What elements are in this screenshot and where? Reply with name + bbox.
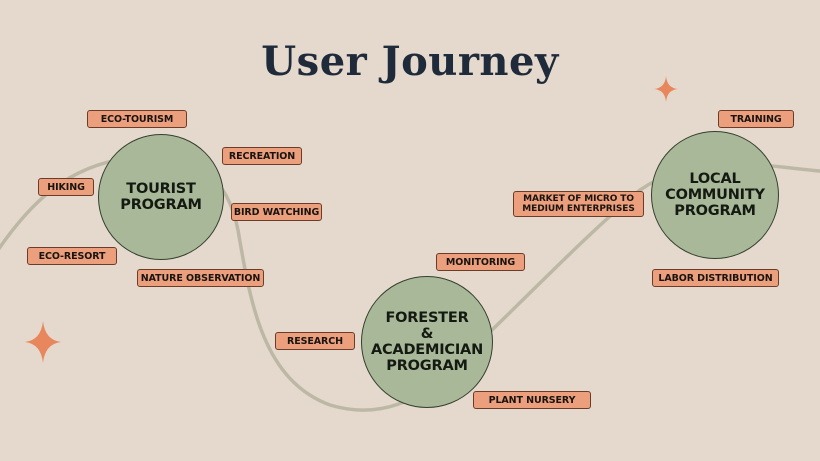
- tag-label: MONITORING: [445, 256, 516, 268]
- sparkle-icon: [654, 76, 678, 102]
- node-local-community-program: LOCAL COMMUNITY PROGRAM: [651, 131, 779, 259]
- tag-label: MARKET OF MICRO TO MEDIUM ENTERPRISES: [522, 194, 635, 214]
- tag-training: TRAINING: [718, 110, 794, 128]
- tag-bird-watching: BIRD WATCHING: [231, 203, 322, 221]
- tag-eco-resort: ECO-RESORT: [27, 247, 117, 265]
- node-tourist-program: TOURIST PROGRAM: [98, 134, 224, 260]
- tag-research: RESEARCH: [275, 332, 355, 350]
- node-label: LOCAL COMMUNITY PROGRAM: [665, 171, 765, 219]
- tag-monitoring: MONITORING: [436, 253, 525, 271]
- node-label: FORESTER & ACADEMICIAN PROGRAM: [370, 310, 484, 374]
- tag-recreation: RECREATION: [222, 147, 302, 165]
- tag-label: ECO-TOURISM: [100, 113, 174, 125]
- tag-label: TRAINING: [730, 113, 782, 125]
- sparkle-icon: [25, 321, 61, 363]
- tag-label: RECREATION: [228, 150, 296, 162]
- page-title: User Journey: [261, 38, 559, 85]
- tag-label: HIKING: [47, 181, 85, 193]
- tag-label: NATURE OBSERVATION: [140, 272, 261, 284]
- tag-eco-tourism: ECO-TOURISM: [87, 110, 187, 128]
- node-label: TOURIST PROGRAM: [120, 181, 202, 213]
- tag-market-micro-medium-enterprises: MARKET OF MICRO TO MEDIUM ENTERPRISES: [513, 191, 644, 217]
- tag-label: LABOR DISTRIBUTION: [658, 272, 773, 284]
- tag-labor-distribution: LABOR DISTRIBUTION: [652, 269, 779, 287]
- tag-plant-nursery: PLANT NURSERY: [473, 391, 591, 409]
- tag-nature-observation: NATURE OBSERVATION: [137, 269, 264, 287]
- tag-label: PLANT NURSERY: [488, 394, 576, 406]
- tag-hiking: HIKING: [38, 178, 94, 196]
- tag-label: BIRD WATCHING: [233, 206, 320, 218]
- tag-label: RESEARCH: [287, 335, 343, 347]
- node-forester-academician-program: FORESTER & ACADEMICIAN PROGRAM: [361, 276, 493, 408]
- tag-label: ECO-RESORT: [38, 250, 106, 262]
